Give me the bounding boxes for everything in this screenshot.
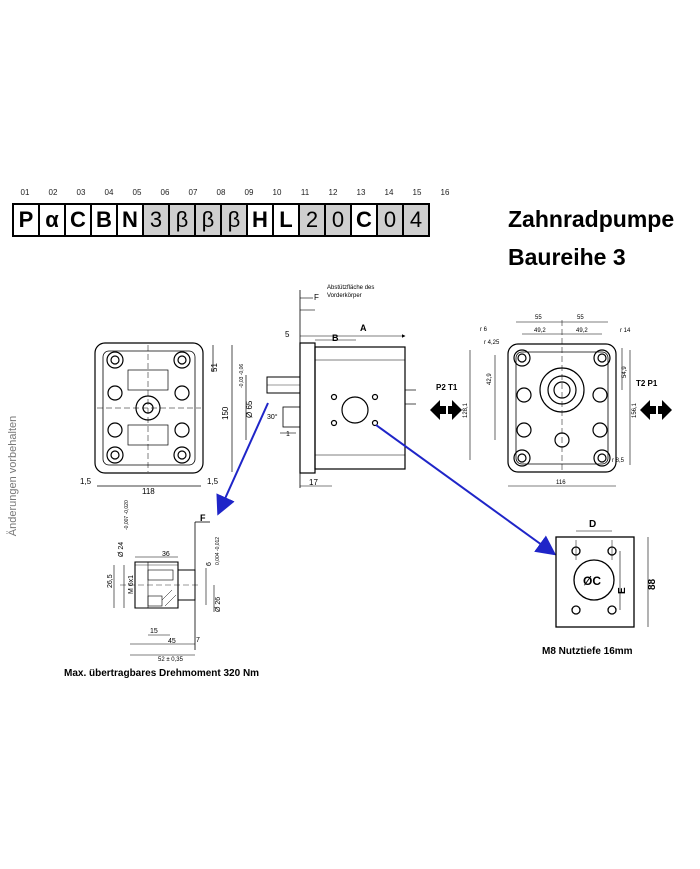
position-index: 09 xyxy=(244,188,254,197)
position-index: 14 xyxy=(384,188,394,197)
dim-156-1: 156,1 xyxy=(632,402,638,418)
dim-49-2b: 49,2 xyxy=(576,328,588,334)
dim-r8-5: r 8,5 xyxy=(612,458,625,464)
dim-d26: Ø 26 xyxy=(215,597,222,612)
dim-55b: 55 xyxy=(577,315,584,321)
position-index-row: 01 02 03 04 05 06 07 08 09 10 11 12 13 14 15 16 xyxy=(12,188,460,197)
dim-26-5: 26,5 xyxy=(107,574,114,588)
side-view xyxy=(266,290,416,488)
position-index: 10 xyxy=(272,188,282,197)
title-line-1: Zahnradpumpe xyxy=(508,206,675,232)
dim-d65-tol: -0,03 -0,06 xyxy=(239,364,245,388)
dim-36: 36 xyxy=(162,551,170,558)
label-F-top: F xyxy=(314,293,319,302)
dim-45: 45 xyxy=(168,638,176,645)
label-A: A xyxy=(360,323,367,333)
dim-51: 51 xyxy=(210,363,219,372)
position-index: 04 xyxy=(104,188,114,197)
label-B: B xyxy=(332,333,339,343)
order-code-cell: H xyxy=(246,203,274,237)
dim-30deg: 30° xyxy=(267,413,278,421)
dim-6: 6 xyxy=(206,562,213,566)
dim-6-tol: 0,004 -0,012 xyxy=(215,537,221,565)
dim-d65: Ø 65 xyxy=(245,400,254,418)
dim-52: 52 ± 0,35 xyxy=(158,657,184,663)
dim-1-5-left: 1,5 xyxy=(80,477,92,486)
position-index: 12 xyxy=(328,188,338,197)
position-index: 02 xyxy=(48,188,58,197)
dim-55a: 55 xyxy=(535,315,542,321)
dim-r6: r 6 xyxy=(480,327,488,333)
label-F-shaft: F xyxy=(200,513,206,523)
port-detail xyxy=(555,530,649,628)
dim-7: 7 xyxy=(196,637,200,644)
detail-arrow-shaft xyxy=(216,402,269,516)
rear-view xyxy=(469,320,631,487)
dim-1: 1 xyxy=(286,431,290,438)
order-code-cell: C xyxy=(350,203,378,237)
title-line-2: Baureihe 3 xyxy=(508,244,626,270)
dim-118: 118 xyxy=(142,487,155,496)
dim-r14: r 14 xyxy=(620,328,631,334)
dim-150: 150 xyxy=(221,406,230,420)
position-index: 07 xyxy=(188,188,198,197)
position-index: 16 xyxy=(440,188,450,197)
dim-m6: M 6x1 xyxy=(128,575,135,594)
port-arrow-right xyxy=(640,400,672,420)
position-index: 05 xyxy=(132,188,142,197)
order-code-cell: 4 xyxy=(402,203,430,237)
position-index: 11 xyxy=(300,188,310,197)
position-index: 01 xyxy=(20,188,30,197)
order-code-cell: β xyxy=(194,203,222,237)
dim-r4-25: r 4,25 xyxy=(484,340,500,346)
label-D: D xyxy=(589,519,596,530)
position-index: 06 xyxy=(160,188,170,197)
position-index: 03 xyxy=(76,188,86,197)
label-vorderkoerper: Vorderkörper xyxy=(327,293,362,299)
position-index: 13 xyxy=(356,188,366,197)
thread-caption: M8 Nutztiefe 16mm xyxy=(542,646,633,657)
label-E: E xyxy=(617,587,628,594)
position-index: 15 xyxy=(412,188,422,197)
dim-88: 88 xyxy=(647,578,658,590)
dim-116: 116 xyxy=(556,480,566,486)
dim-128-1: 128,1 xyxy=(463,402,469,418)
label-t2p1: T2 P1 xyxy=(636,379,658,388)
label-C: ØC xyxy=(583,574,601,588)
dim-15: 15 xyxy=(150,628,158,635)
order-code-cell: 2 xyxy=(298,203,326,237)
order-code-cell: C xyxy=(64,203,92,237)
dim-5: 5 xyxy=(285,330,290,339)
dim-d24-tol: -0,007 -0,020 xyxy=(124,500,130,530)
label-abstuetz: Abstützfläche des xyxy=(327,285,374,291)
dim-54-9: 54,9 xyxy=(622,366,628,378)
dim-49-2a: 49,2 xyxy=(534,328,546,334)
front-view xyxy=(94,342,247,487)
dim-1-5-right: 1,5 xyxy=(207,477,219,486)
dim-d24: Ø 24 xyxy=(118,542,125,557)
torque-caption: Max. übertragbares Drehmoment 320 Nm xyxy=(64,668,260,679)
dim-42-9: 42,9 xyxy=(487,373,493,385)
order-code-cell: N xyxy=(116,203,144,237)
dim-17: 17 xyxy=(309,478,318,487)
shaft-detail xyxy=(113,521,215,656)
label-p2t1: P2 T1 xyxy=(436,383,458,392)
order-code-cell: 0 xyxy=(324,203,352,237)
detail-arrow-port xyxy=(375,424,557,556)
position-index: 08 xyxy=(216,188,226,197)
port-arrow-left xyxy=(430,400,462,420)
